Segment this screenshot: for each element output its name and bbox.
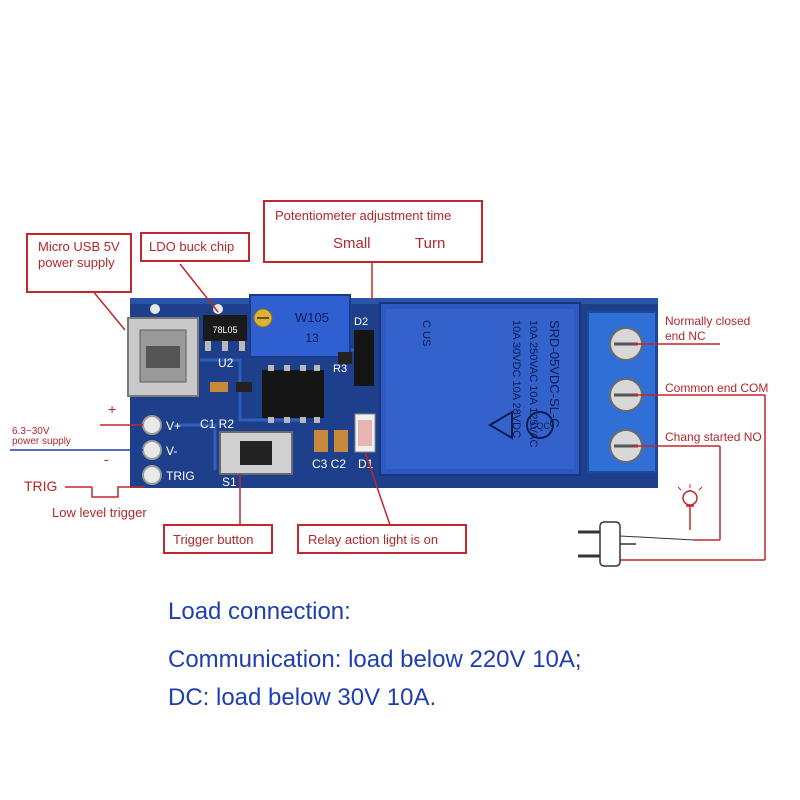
trigger-switch: [219, 431, 293, 475]
ref-s1: S1: [222, 475, 237, 489]
terminal-screws: [609, 327, 643, 463]
pin-vminus-label: V-: [166, 444, 177, 458]
ic-pin: [268, 365, 274, 371]
label-low-level-trigger: Low level trigger: [52, 505, 147, 520]
callout-pot-small: Small: [333, 235, 371, 252]
cqc-logo-icon: [526, 411, 554, 439]
pcb-edge-highlight: [130, 298, 658, 304]
relay-triangle-icon: [488, 410, 513, 440]
label-no: Chang started NO: [665, 430, 762, 444]
ref-u2: U2: [218, 356, 234, 370]
capacitor-c3: [314, 430, 328, 452]
ref-d2: D2: [354, 316, 368, 328]
callout-trigger-button: Trigger button: [163, 524, 273, 554]
resistor-r2: [236, 382, 252, 392]
led-d1-lens: [358, 420, 372, 446]
diode-d2: [354, 330, 374, 386]
label-nc-line2: end NC: [665, 329, 706, 343]
ic-pin: [300, 417, 306, 423]
pot-13: 13: [305, 331, 319, 345]
callout-ldo-text: LDO buck chip: [149, 239, 235, 254]
callout-pot-title: Potentiometer adjustment time: [275, 208, 452, 223]
ic-pin: [284, 417, 290, 423]
capacitor-c1: [210, 382, 228, 392]
pin-trig-label: TRIG: [166, 469, 195, 483]
ldo-pin: [205, 341, 211, 351]
label-com: Common end COM: [665, 381, 769, 395]
ic-pin: [314, 365, 320, 371]
relay-cqc: CQC: [530, 421, 551, 431]
ic-pin: [314, 417, 320, 423]
mount-hole: [150, 304, 160, 314]
ldo-pin: [239, 341, 245, 351]
callout-micro-usb-text: Micro USB 5V power supply: [38, 239, 120, 270]
pin-vplus-label: V+: [166, 419, 181, 433]
callout-potentiometer: Potentiometer adjustment time Small Turn: [263, 200, 483, 263]
relay-markings: SRD-05VDC-SL-C 10A 250VAC 10A 125VAC 10A…: [420, 320, 562, 447]
relay-model: SRD-05VDC-SL-C: [547, 320, 562, 428]
label-nc-line1: Normally closed: [665, 314, 751, 328]
label-power-supply: power supply: [12, 436, 71, 447]
pcb-trace: [175, 423, 217, 470]
callout-ldo: LDO buck chip: [140, 232, 250, 262]
potentiometer: [249, 294, 351, 358]
ic-pin: [300, 365, 306, 371]
label-trig: TRIG: [24, 478, 58, 494]
label-plus: +: [108, 401, 117, 417]
plug-icon: [578, 521, 695, 567]
relay-top: [386, 309, 574, 469]
callout-relay-light-text: Relay action light is on: [308, 532, 439, 547]
pin-vplus: [142, 415, 162, 435]
ic-pin: [284, 365, 290, 371]
ref-r3: R3: [333, 363, 347, 375]
ldo-chip: [203, 315, 247, 341]
label-voltage: 6.3~30V: [12, 426, 50, 437]
ref-c3c2: C3 C2: [312, 457, 346, 471]
ic-pin: [268, 417, 274, 423]
ldo-pin: [222, 341, 228, 351]
note-load-connection: Load connection:: [168, 598, 351, 625]
note-communication: Communication: load below 220V 10A;: [168, 646, 582, 673]
pot-w105: W105: [295, 310, 329, 325]
mount-hole: [213, 304, 223, 314]
resistor-r3: [338, 352, 352, 364]
bulb-icon: [677, 484, 703, 507]
trigger-switch-cap: [240, 441, 272, 465]
note-dc: DC: load below 30V 10A.: [168, 684, 437, 711]
callout-trigger-text: Trigger button: [173, 532, 254, 547]
micro-usb-pins: [146, 346, 180, 368]
timer-ic: [262, 370, 324, 418]
pin-vminus: [142, 440, 162, 460]
pin-trig: [142, 465, 162, 485]
relay-cus: C US: [420, 320, 432, 346]
capacitor-c2: [334, 430, 348, 452]
ref-c1r2: C1 R2: [200, 417, 234, 431]
relay-rating-dc: 10A 30VDC 10A 28VDC: [510, 320, 522, 438]
callout-micro-usb: Micro USB 5V power supply: [26, 233, 132, 293]
callout-relay-light: Relay action light is on: [297, 524, 467, 554]
chip-78l05-text: 78L05: [212, 325, 237, 335]
label-minus: -: [104, 451, 109, 467]
callout-pot-turn: Turn: [415, 235, 446, 252]
